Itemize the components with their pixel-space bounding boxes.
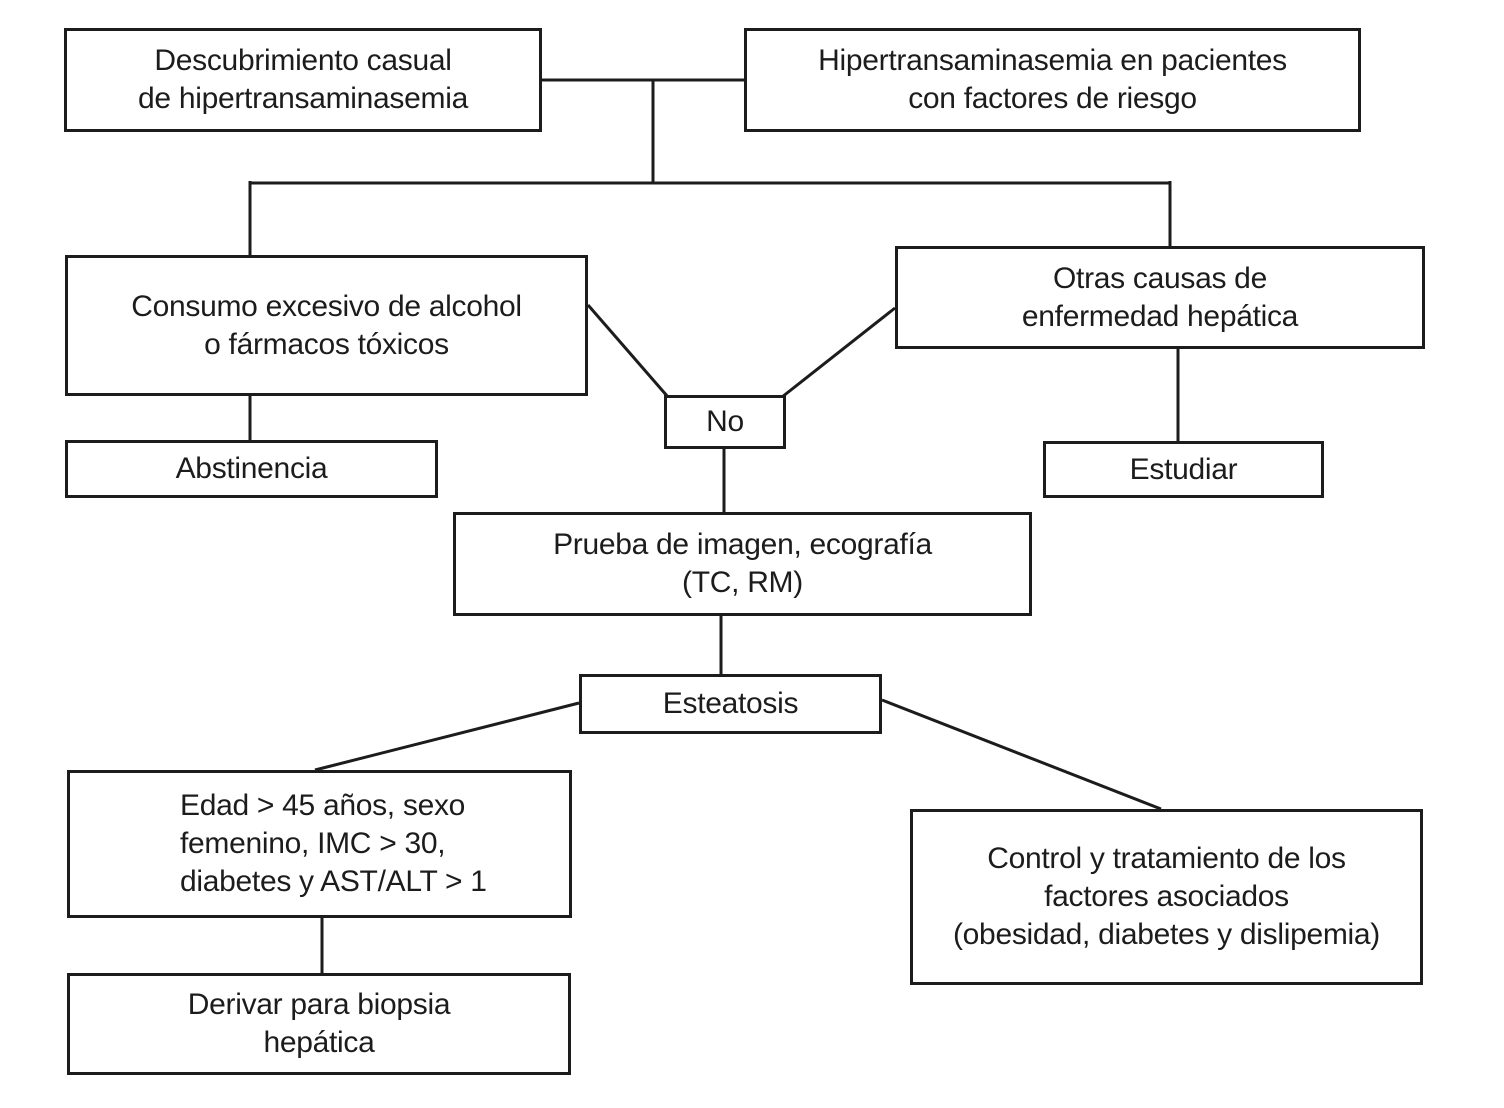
node-text-line: hepática <box>263 1026 375 1059</box>
node-text-line: Estudiar <box>1129 452 1238 486</box>
node-study: Estudiar <box>1043 441 1324 498</box>
node-text-line: No <box>706 405 744 438</box>
node-casual-discovery: Descubrimiento casual de hipertransamina… <box>64 28 542 132</box>
node-text-line: Edad > 45 años, sexo <box>180 789 466 822</box>
node-steatosis: Esteatosis <box>579 674 882 734</box>
node-text-line: o fármacos tóxicos <box>204 327 449 361</box>
node-text-line: factores asociados <box>1044 880 1289 913</box>
node-text-line: Derivar para biopsia <box>187 988 451 1021</box>
node-text-line: Prueba de imagen, ecografía <box>553 528 932 561</box>
connector-othercauses-no-diagonal <box>781 306 896 399</box>
node-alcohol-or-toxic-drugs: Consumo excesivo de alcohol o fármacos t… <box>65 255 588 396</box>
node-text-line: Descubrimiento casual <box>154 44 452 77</box>
node-text-line: (TC, RM) <box>682 566 803 599</box>
connector-alcohol-no-diagonal <box>586 304 670 398</box>
node-text-line: diabetes y AST/ALT > 1 <box>180 865 487 898</box>
node-text-line: de hipertransaminasemia <box>138 82 468 115</box>
node-biopsy-criteria: Edad > 45 años, sexo femenino, IMC > 30,… <box>67 770 572 918</box>
connector-steatosis-control-diagonal <box>881 698 1162 811</box>
node-text-line: Otras causas de <box>1053 261 1267 295</box>
node-text-line: Esteatosis <box>662 687 799 720</box>
node-text-line: con factores de riesgo <box>908 82 1197 115</box>
node-text-line: Control y tratamiento de los <box>987 842 1346 875</box>
node-text-line: femenino, IMC > 30, <box>180 827 446 860</box>
node-abstinence: Abstinencia <box>65 440 438 498</box>
node-refer-liver-biopsy: Derivar para biopsia hepática <box>67 973 571 1075</box>
node-other-liver-disease-causes: Otras causas de enfermedad hepática <box>895 246 1425 349</box>
node-text-line: enfermedad hepática <box>1021 299 1299 333</box>
node-no: No <box>664 395 786 449</box>
node-text-line: Abstinencia <box>175 452 328 485</box>
node-text-line: Hipertransaminasemia en pacientes <box>818 44 1287 77</box>
node-control-associated-factors: Control y tratamiento de los factores as… <box>910 809 1423 985</box>
node-text-line: Consumo excesivo de alcohol <box>131 289 522 323</box>
node-imaging-test: Prueba de imagen, ecografía (TC, RM) <box>453 512 1032 616</box>
connector-steatosis-criteria-diagonal <box>314 701 580 772</box>
node-risk-factor-patients: Hipertransaminasemia en pacientes con fa… <box>744 28 1361 132</box>
node-text-line: (obesidad, diabetes y dislipemia) <box>952 918 1380 951</box>
